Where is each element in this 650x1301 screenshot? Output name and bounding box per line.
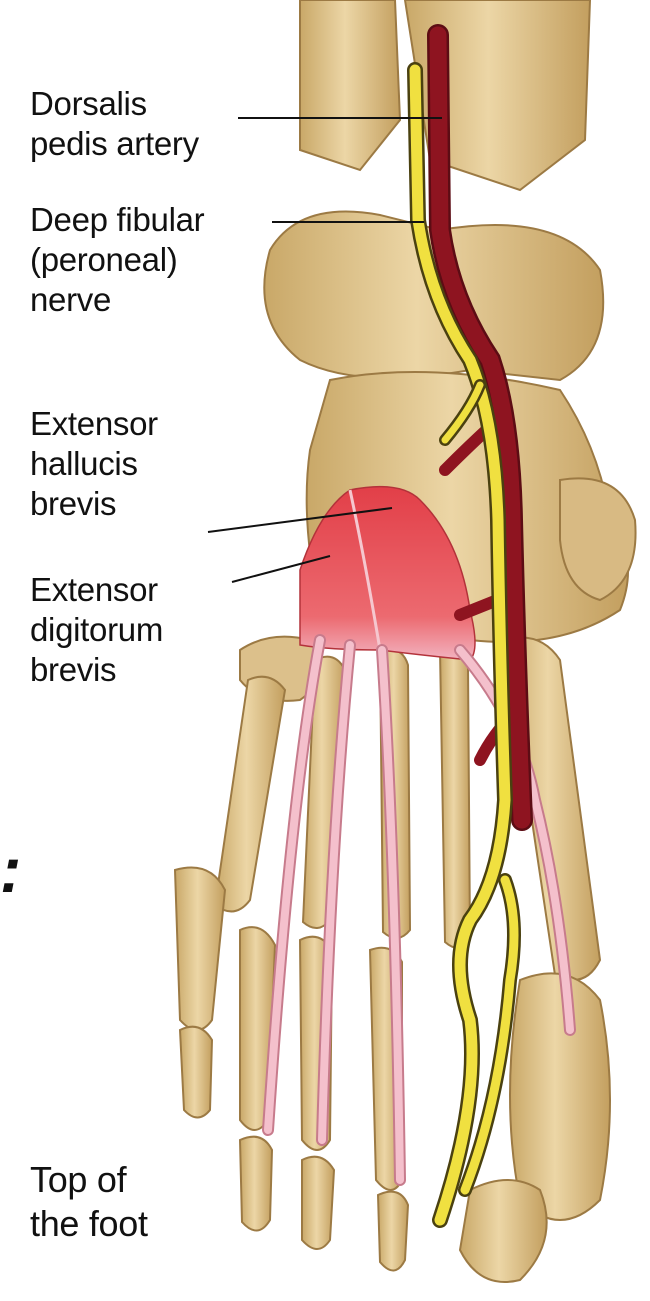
label-extensor-hallucis-brevis: Extensor hallucis brevis [30,404,158,524]
label-dorsalis-pedis-artery: Dorsalis pedis artery [30,84,199,164]
label-deep-fibular-nerve: Deep fibular (peroneal) nerve [30,200,204,320]
caption-top-of-foot: Top of the foot [30,1158,148,1246]
label-extensor-digitorum-brevis: Extensor digitorum brevis [30,570,163,690]
edge-glyph: : [0,838,21,902]
